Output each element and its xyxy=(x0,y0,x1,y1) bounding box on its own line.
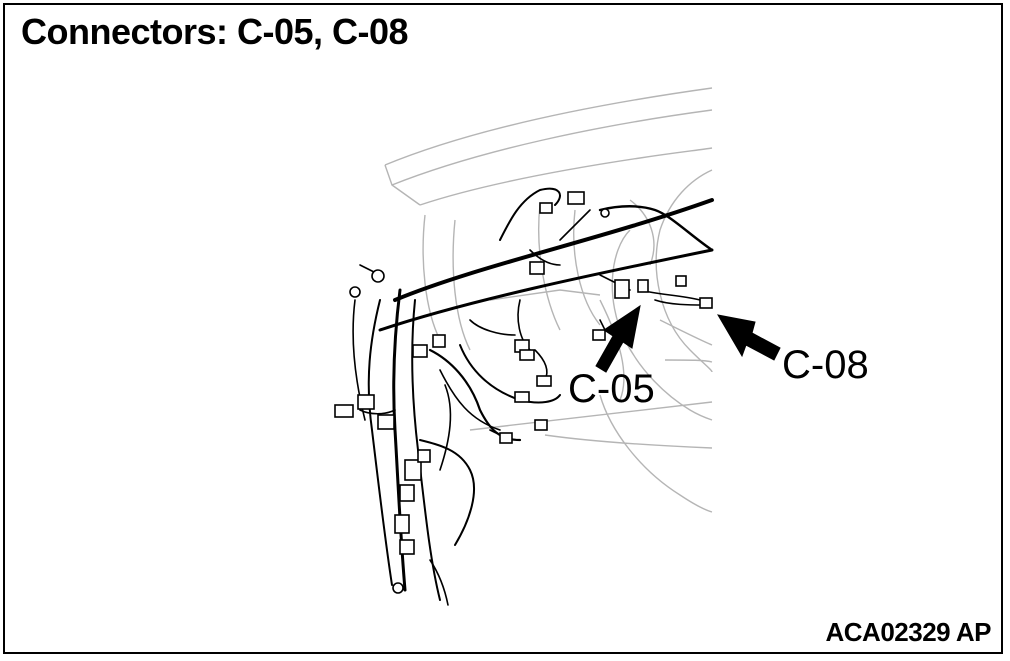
connector-block xyxy=(499,432,513,444)
connectors xyxy=(334,191,713,594)
connector-block xyxy=(699,297,713,309)
c05-arrow xyxy=(595,304,641,373)
c05-label: C-05 xyxy=(568,367,655,411)
connector-block xyxy=(519,349,535,361)
connector-block xyxy=(529,261,545,275)
connector-block xyxy=(567,191,585,205)
connector-block xyxy=(536,375,552,387)
connector-block xyxy=(675,275,687,287)
connector-block xyxy=(334,404,354,418)
diagram-title: Connectors: C-05, C-08 xyxy=(21,11,409,52)
figure-code: ACA02329 AP xyxy=(825,617,991,647)
connector-block xyxy=(399,484,415,502)
connector-block xyxy=(412,344,428,358)
connector-block xyxy=(399,539,415,555)
callout-arrows xyxy=(595,304,781,373)
diagram-frame: Connectors: C-05, C-08 ACA02329 AP xyxy=(3,3,1003,654)
ground-terminal xyxy=(392,582,404,594)
connector-round xyxy=(600,208,610,218)
connector-block xyxy=(432,334,446,348)
dashboard-outline xyxy=(384,87,713,513)
connector-block xyxy=(592,329,606,341)
connector-block xyxy=(539,202,553,214)
connector-block xyxy=(614,279,630,299)
ground-terminal xyxy=(349,286,361,298)
c08-arrow xyxy=(717,314,781,361)
connector-block xyxy=(637,279,649,293)
connector-block xyxy=(404,459,422,481)
connector-block xyxy=(357,394,375,410)
connector-block xyxy=(377,414,395,430)
connector-block xyxy=(417,449,431,463)
connector-block xyxy=(394,514,410,534)
grommet xyxy=(371,269,385,283)
connector-block xyxy=(514,391,530,403)
c08-label: C-08 xyxy=(782,343,869,387)
connector-block xyxy=(534,419,548,431)
